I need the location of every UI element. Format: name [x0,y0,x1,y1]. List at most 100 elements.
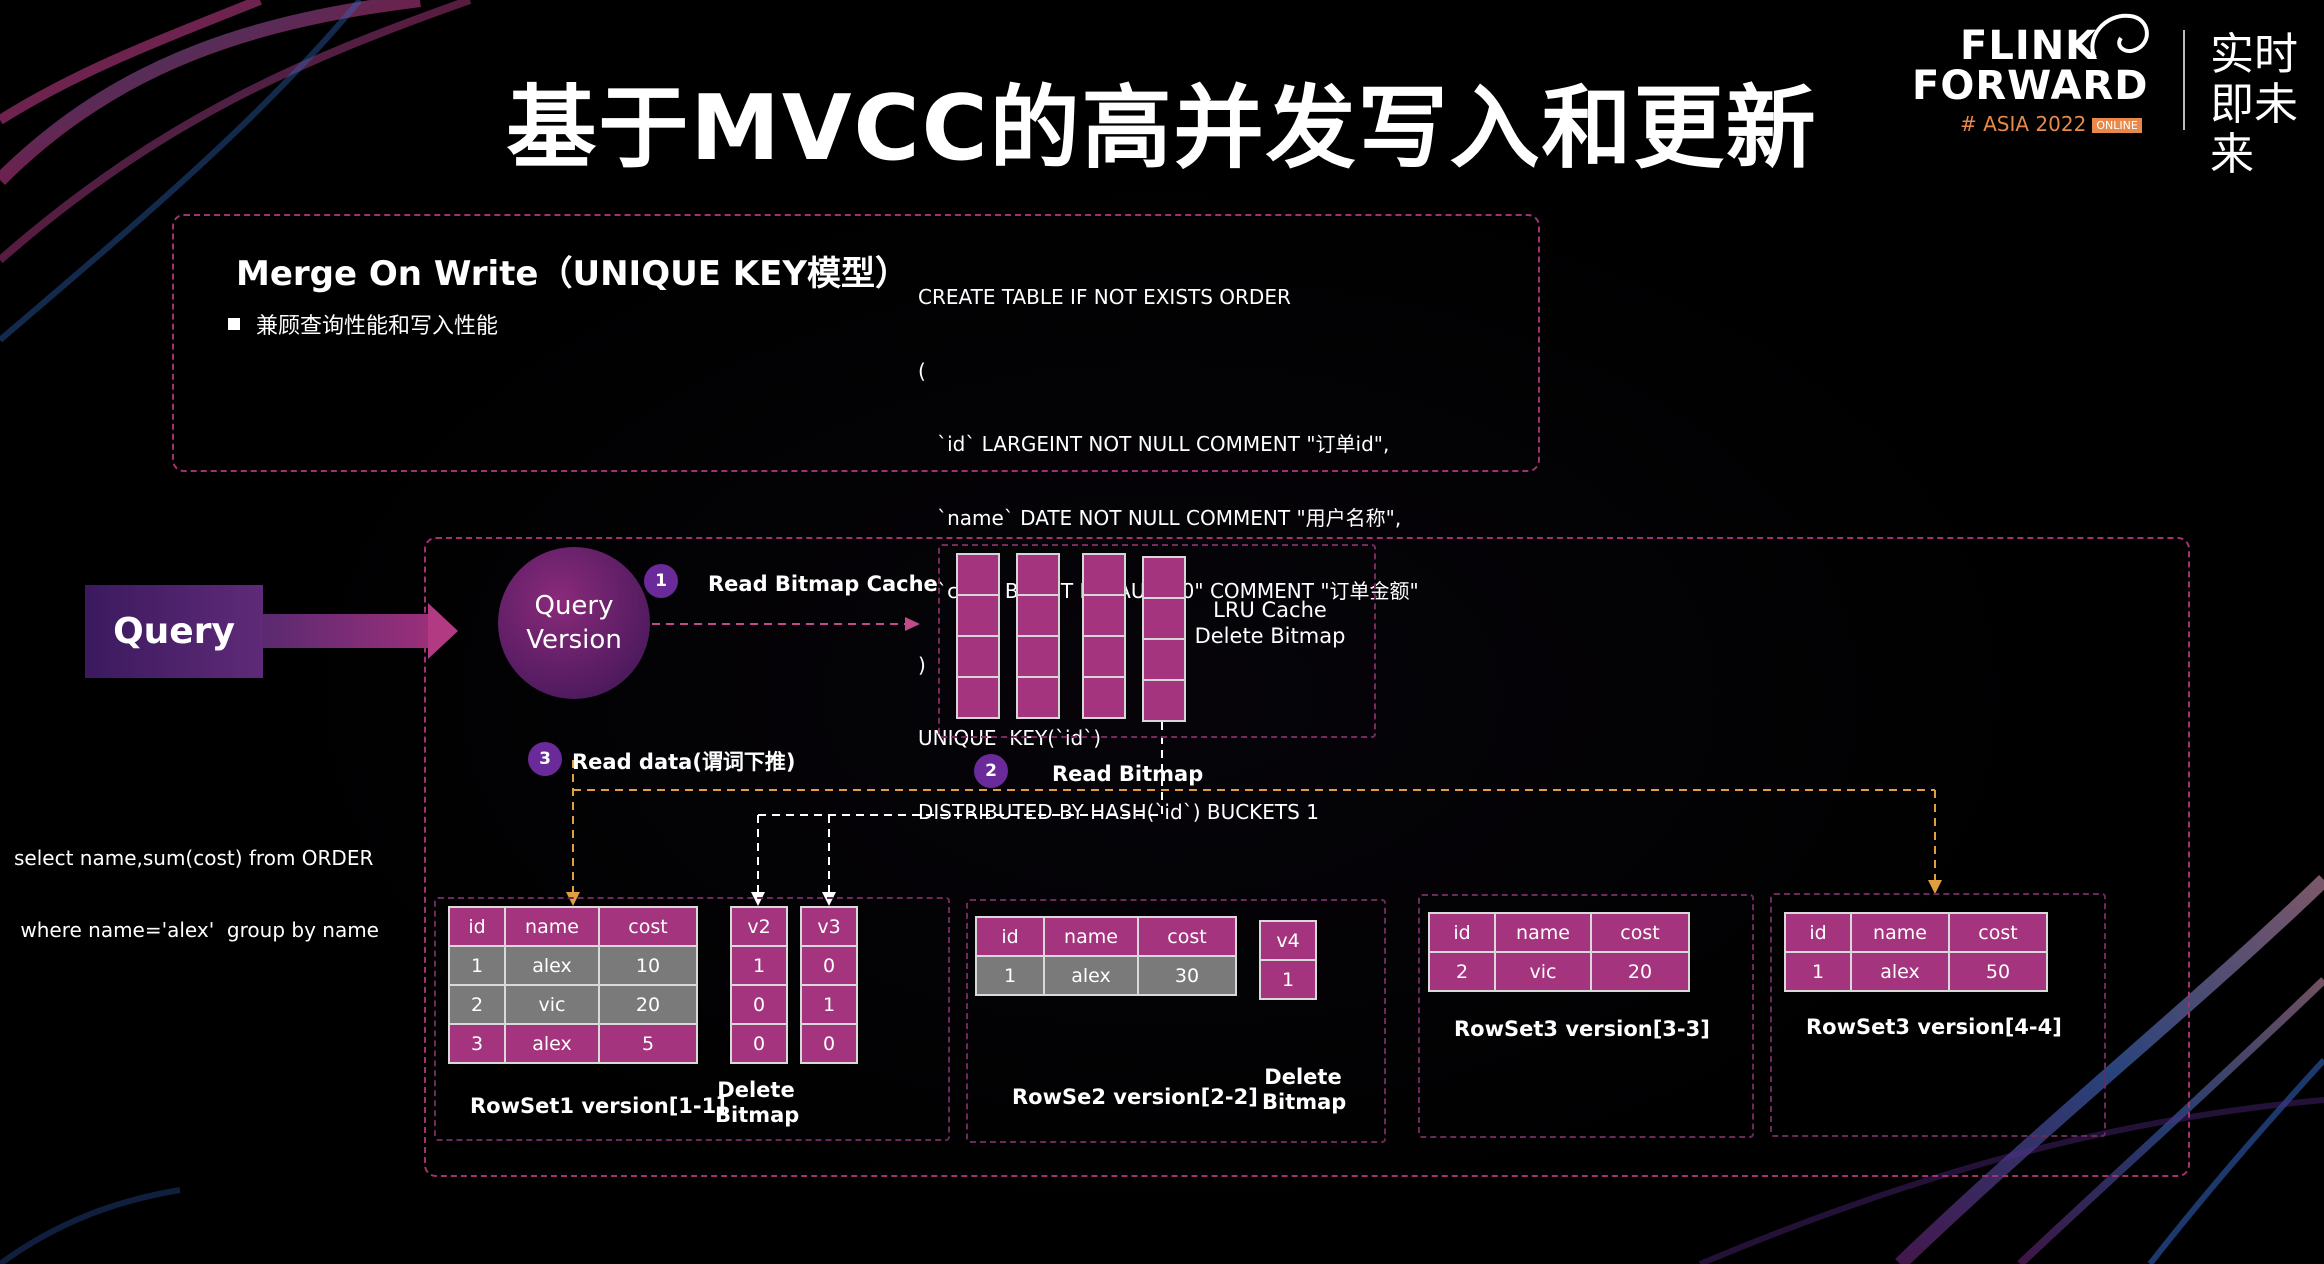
lru-bitmap-column [956,553,1000,719]
delete-bitmap-label: Delete Bitmap [715,1078,800,1128]
cell: 1 [448,945,506,986]
header-cost: cost [1948,912,2048,953]
rowset2-caption: RowSe2 version[2-2] [1012,1085,1258,1109]
cell: alex [504,1023,600,1064]
bitmap-cell: 0 [730,1023,788,1064]
bitmap-header: v3 [800,906,858,947]
bitmap-v4: v4 1 [1259,920,1317,1000]
lru-line1: LRU Cache [1213,598,1327,622]
flink-forward-logo: FLINK FORWARD [1912,26,2148,106]
rowset3a-box [1418,894,1754,1138]
cell: 20 [598,984,698,1025]
bitmap-cell: 0 [800,1023,858,1064]
merge-bullet-text: 兼顾查询性能和写入性能 [256,314,499,339]
cell: 1 [975,955,1045,996]
lru-bitmap-column [1082,553,1126,719]
cell: 30 [1137,955,1237,996]
step-1-label: Read Bitmap Cache [708,572,938,596]
squirrel-icon [2090,13,2149,59]
rowset1-caption: RowSet1 version[1-1] [470,1094,726,1118]
mvcc-diagram-box [424,537,2190,1177]
rowset1-box [434,897,950,1141]
header-id: id [975,916,1045,957]
rowset3a-caption: RowSet3 version[3-3] [1454,1017,1710,1041]
header-cost: cost [598,906,698,947]
sql-line: DISTRIBUTED BY HASH(`id`) BUCKETS 1 [918,799,1319,824]
bitmap-header: v4 [1259,920,1317,961]
header-id: id [1428,912,1496,953]
qv-line1: Query [534,591,614,621]
cell: vic [504,984,600,1025]
cell: vic [1494,951,1592,992]
cell: 10 [598,945,698,986]
bitmap-cell: 0 [730,984,788,1025]
rowset3b-box [1770,893,2106,1137]
step-1-badge: 1 [644,564,678,598]
delete-bitmap-line2: Bitmap [1262,1090,1347,1114]
lru-bitmap-column [1016,553,1060,719]
bitmap-v3: v3 0 1 0 [800,906,858,1064]
merge-bullet: 兼顾查询性能和写入性能 [228,308,498,340]
header-cost: cost [1137,916,1237,957]
sql-line: ) [918,652,926,677]
bitmap-cell: 0 [800,945,858,986]
cell: 2 [1428,951,1496,992]
delete-bitmap-line2: Bitmap [715,1103,800,1127]
logo-slogan: 实时即未来 [2210,29,2298,180]
cell: 1 [1784,951,1852,992]
sql-line: CREATE TABLE IF NOT EXISTS ORDER [918,285,1291,309]
cell: alex [1043,955,1139,996]
bitmap-cell: 1 [1259,959,1317,1000]
step-2-label: Read Bitmap [1052,762,1204,786]
cell: 50 [1948,951,2048,992]
bitmap-v2: v2 1 0 0 [730,906,788,1064]
query-version-node: Query Version [498,547,650,699]
sql-line: ( [918,358,926,383]
query-arrow-body [263,614,430,648]
qv-line2: Version [526,625,622,655]
header-name: name [504,906,600,947]
step-3-label: Read data(谓词下推) [572,750,796,774]
header-cost: cost [1590,912,1690,953]
logo-line1: FLINK [1960,23,2098,69]
bitmap-cell: 1 [800,984,858,1025]
merge-title: Merge On Write（UNIQUE KEY模型） [236,254,909,294]
lru-label: LRU Cache Delete Bitmap [1160,597,1380,649]
delete-bitmap-line1: Delete [717,1078,795,1102]
slide-title: 基于MVCC的高并发写入和更新 [506,76,1818,181]
select-sql-line: select name,sum(cost) from ORDER [14,846,374,870]
rowset2-box [966,899,1386,1143]
lru-cache-box [938,544,1376,738]
step-2-badge: 2 [974,754,1008,788]
bitmap-header: v2 [730,906,788,947]
delete-bitmap-label-2: Delete Bitmap [1262,1065,1347,1115]
cell: 3 [448,1023,506,1064]
header-id: id [448,906,506,947]
header-name: name [1043,916,1139,957]
step-3-badge: 3 [528,742,562,776]
logo-divider [2183,30,2185,130]
merge-on-write-box [172,214,1540,472]
cell: alex [504,945,600,986]
cell: 2 [448,984,506,1025]
logo-line2: FORWARD [1912,63,2149,109]
bitmap-cell: 1 [730,945,788,986]
lru-bitmap-column [1142,556,1186,722]
sql-line: `id` LARGEINT NOT NULL COMMENT "订单id", [918,432,1390,456]
cell: 5 [598,1023,698,1064]
header-id: id [1784,912,1852,953]
sql-line: UNIQUE KEY(`id`) [918,726,1102,750]
query-arrow-head [428,603,458,659]
select-sql: select name,sum(cost) from ORDER where n… [14,798,379,990]
header-name: name [1850,912,1950,953]
select-sql-line: where name='alex' group by name [14,918,379,942]
cell: 20 [1590,951,1690,992]
